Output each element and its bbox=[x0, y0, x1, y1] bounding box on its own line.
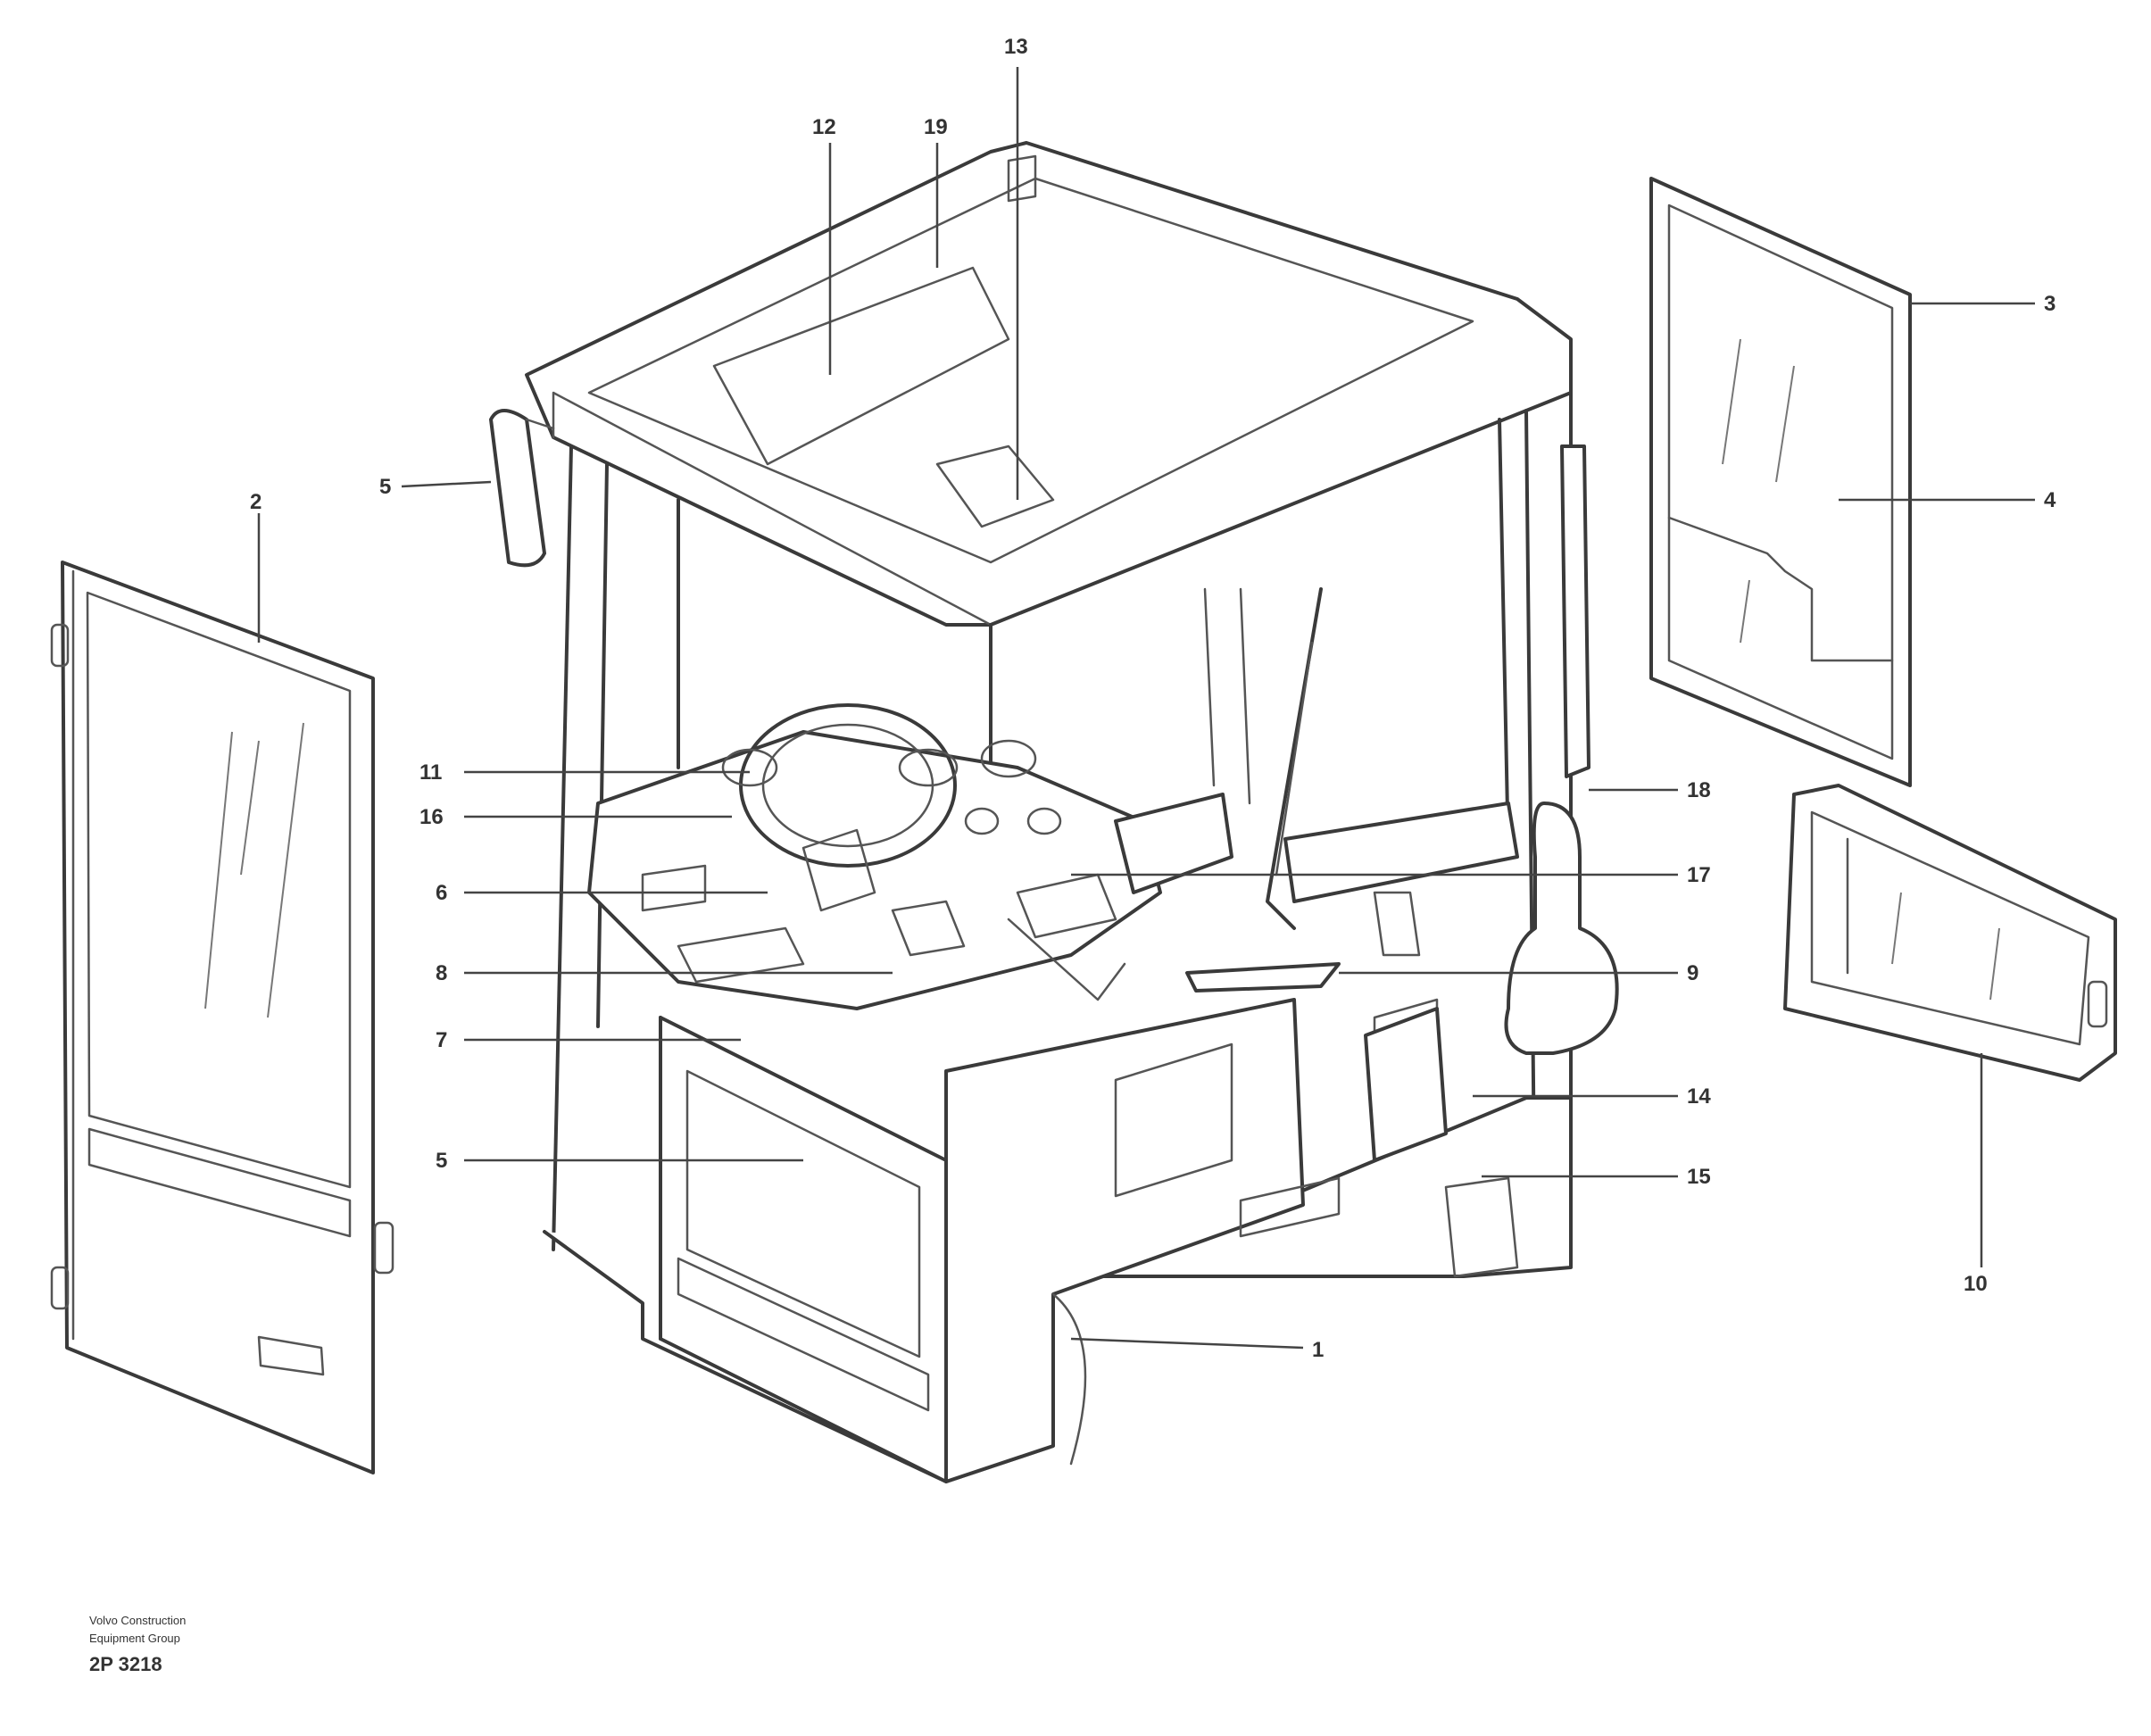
callout-2: 2 bbox=[250, 490, 262, 514]
callout-4: 4 bbox=[2044, 488, 2056, 512]
callout-16: 16 bbox=[419, 805, 444, 829]
seat bbox=[1185, 587, 1519, 993]
cab-roof bbox=[525, 141, 1573, 627]
callout-6: 6 bbox=[436, 881, 447, 905]
small-box bbox=[1364, 1007, 1448, 1162]
callout-1: 1 bbox=[1312, 1338, 1324, 1362]
footer-company-line1: Volvo Construction bbox=[89, 1614, 186, 1627]
dashboard bbox=[587, 703, 1233, 1010]
callout-5-mirror: 5 bbox=[379, 475, 391, 499]
callout-11: 11 bbox=[419, 760, 442, 785]
leader-lines bbox=[257, 67, 2035, 1350]
callout-14: 14 bbox=[1687, 1084, 1711, 1109]
callout-9: 9 bbox=[1687, 961, 1698, 985]
callout-15: 15 bbox=[1687, 1165, 1711, 1189]
bottle-part bbox=[1504, 802, 1619, 1055]
callout-3: 3 bbox=[2044, 292, 2055, 316]
footer-company-line2: Equipment Group bbox=[89, 1632, 180, 1645]
callout-10: 10 bbox=[1964, 1272, 1988, 1296]
callout-5-lower: 5 bbox=[436, 1149, 447, 1173]
callout-7: 7 bbox=[436, 1028, 447, 1052]
side-strip bbox=[1560, 444, 1590, 778]
cab-body bbox=[543, 391, 1573, 1483]
callout-18: 18 bbox=[1687, 778, 1711, 802]
callout-17: 17 bbox=[1687, 863, 1711, 887]
mirror bbox=[489, 409, 555, 568]
footer-drawing-code: 2P 3218 bbox=[89, 1653, 162, 1675]
callout-19: 19 bbox=[924, 115, 948, 139]
callout-12: 12 bbox=[812, 115, 836, 139]
right-window bbox=[1649, 177, 1912, 787]
leader-5a bbox=[401, 480, 492, 488]
callout-labels: 1 2 3 4 5 5 6 7 8 9 10 11 12 13 14 15 16… bbox=[250, 35, 2056, 1362]
rear-window bbox=[1783, 784, 2117, 1082]
callout-13: 13 bbox=[1004, 35, 1028, 59]
footer-stamp: Volvo Construction Equipment Group 2P 32… bbox=[89, 1614, 186, 1675]
leader-1 bbox=[1070, 1337, 1304, 1350]
left-door bbox=[50, 561, 394, 1474]
callout-8: 8 bbox=[436, 961, 447, 985]
